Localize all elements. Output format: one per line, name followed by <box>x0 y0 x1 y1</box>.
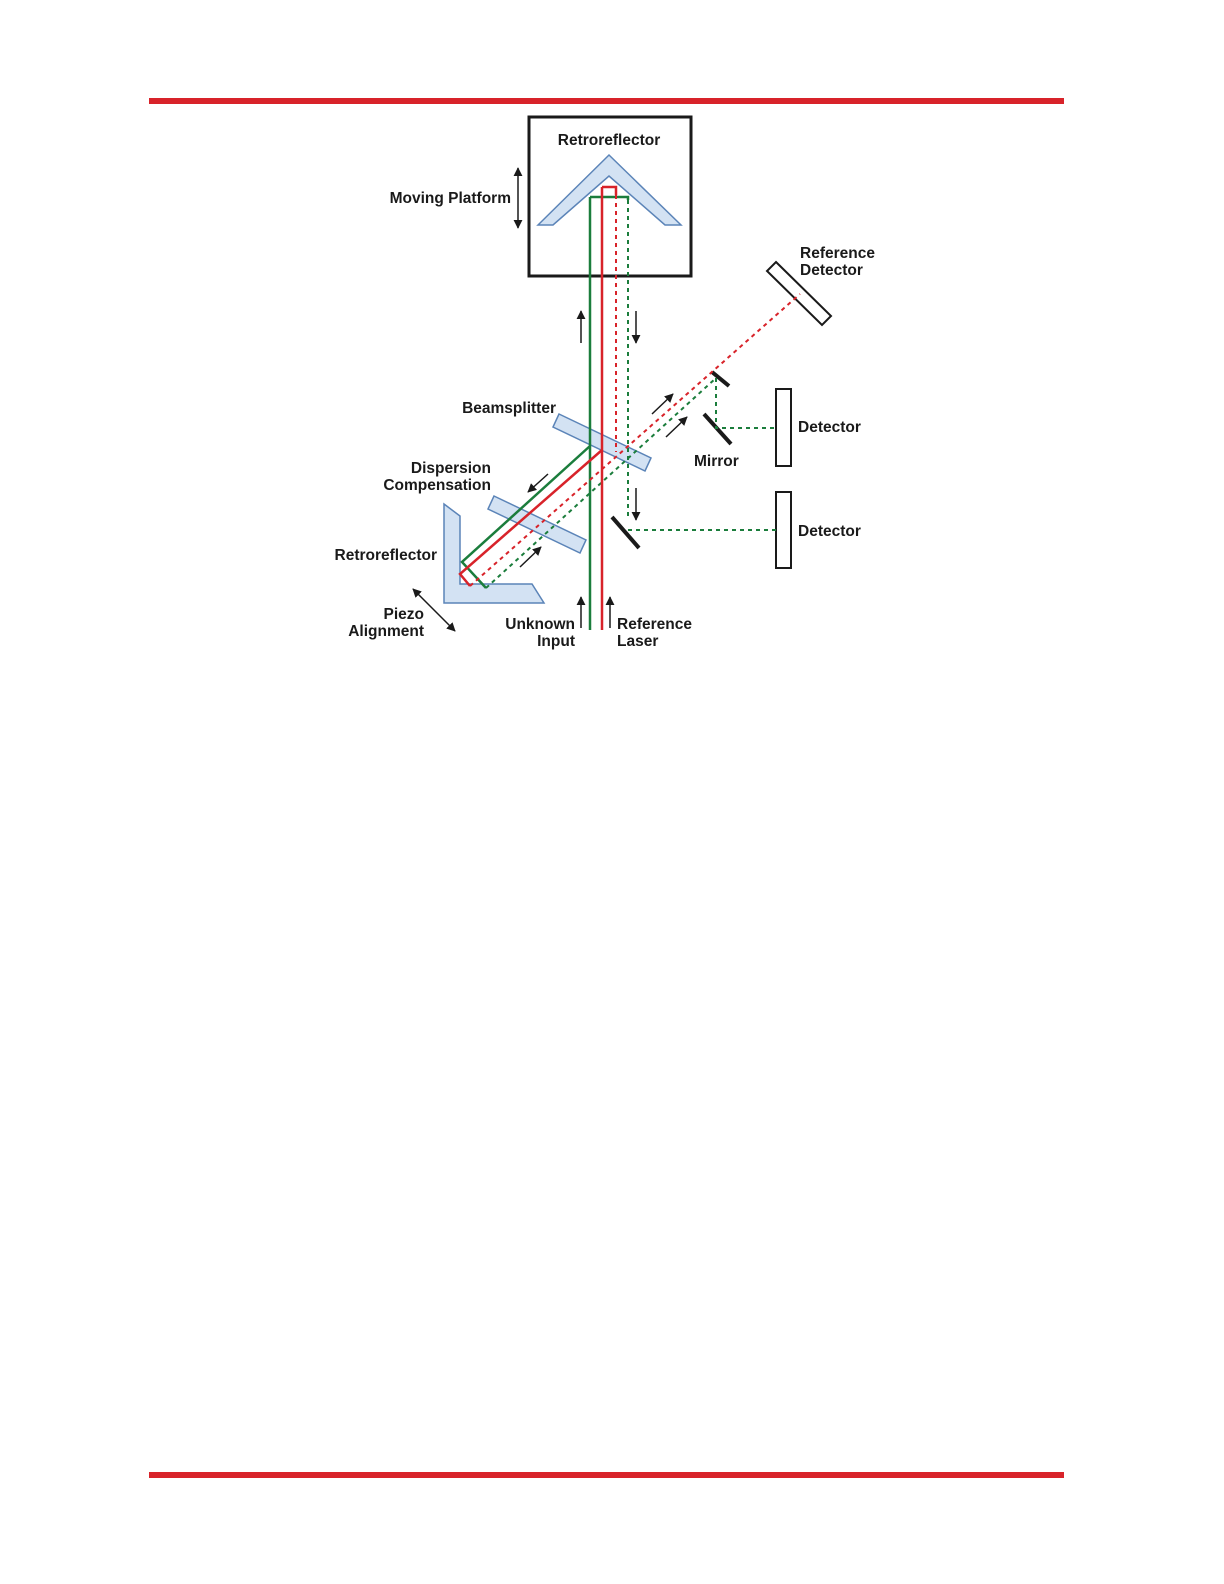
detector-upper <box>776 389 791 466</box>
label-dispersion-line1: Dispersion <box>411 460 491 477</box>
label-moving-platform: Moving Platform <box>390 190 511 207</box>
label-unknown-input-line1: Unknown <box>505 616 575 633</box>
label-reference-detector-line1: Reference <box>800 245 875 262</box>
label-retroreflector-left: Retroreflector <box>335 547 438 564</box>
pickoff-mirror-upper <box>712 372 729 386</box>
detector-lower <box>776 492 791 568</box>
label-detector-lower: Detector <box>798 523 861 540</box>
label-piezo-line1: Piezo <box>384 606 424 623</box>
interferometer-diagram: Retroreflector Moving Platform Reference… <box>0 0 1224 700</box>
label-dispersion-line2: Compensation <box>383 477 491 494</box>
label-beamsplitter: Beamsplitter <box>462 400 556 417</box>
bottom-rule <box>149 1472 1064 1478</box>
label-reference-laser-line1: Reference <box>617 616 692 633</box>
label-piezo-line2: Alignment <box>348 623 424 640</box>
label-unknown-input-line2: Input <box>537 633 575 650</box>
label-retroreflector-top: Retroreflector <box>558 132 661 149</box>
label-mirror: Mirror <box>694 453 739 470</box>
label-detector-upper: Detector <box>798 419 861 436</box>
pickoff-mirror-lower <box>612 517 639 548</box>
label-reference-laser-line2: Laser <box>617 633 658 650</box>
label-reference-detector-line2: Detector <box>800 262 863 279</box>
top-retroreflector <box>538 155 681 225</box>
reference-output-beam <box>470 195 800 586</box>
